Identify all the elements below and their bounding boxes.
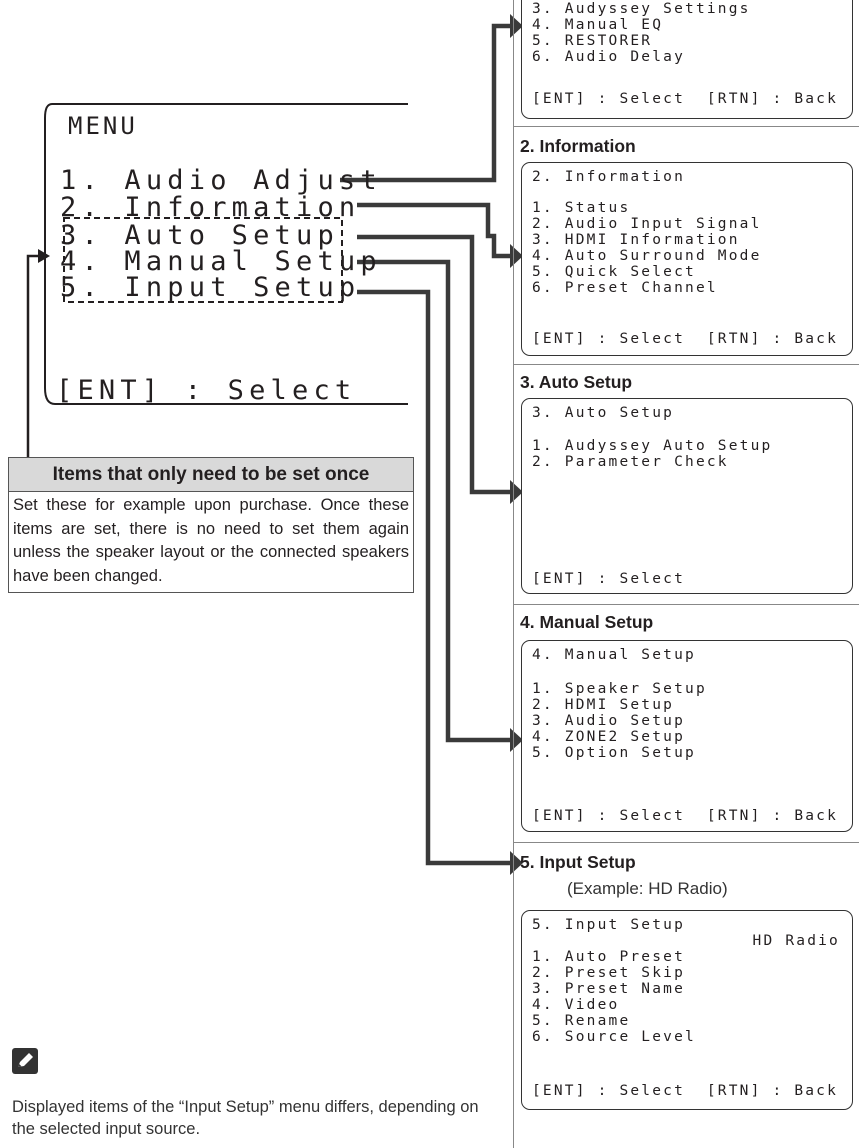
- wire-audio-adjust: [340, 23, 512, 183]
- separator: [513, 126, 859, 127]
- information-item: 3. HDMI Information: [532, 232, 740, 248]
- input-setup-item: 6. Source Level: [532, 1029, 696, 1045]
- input-setup-source: HD Radio: [752, 933, 840, 949]
- manual-setup-item: 3. Audio Setup: [532, 713, 686, 729]
- menu-item-auto-setup: 3. Auto Setup: [60, 220, 339, 251]
- information-item: 1. Status: [532, 200, 631, 216]
- auto-setup-item: 2. Parameter Check: [532, 454, 729, 470]
- information-footer: [ENT] : Select [RTN] : Back: [532, 331, 839, 347]
- menu-bracket: [44, 103, 408, 405]
- input-setup-screen: 5. Input Setup HD Radio 1. Auto Preset 2…: [521, 910, 853, 1110]
- arrow-once-group: [38, 249, 50, 263]
- information-item: 4. Auto Surround Mode: [532, 248, 762, 264]
- manual-setup-item: 2. HDMI Setup: [532, 697, 675, 713]
- manual-setup-item: 4. ZONE2 Setup: [532, 729, 686, 745]
- audio-adjust-item: 3. Audyssey Settings: [532, 1, 751, 17]
- auto-setup-heading: 3. Auto Setup: [520, 372, 633, 392]
- auto-setup-footer: [ENT] : Select: [532, 571, 686, 587]
- menu-item-input-setup: 5. Input Setup: [60, 272, 361, 303]
- once-items-group: [63, 217, 343, 303]
- info-box-heading: Items that only need to be set once: [9, 458, 413, 492]
- information-screen-title: 2. Information: [532, 169, 686, 185]
- separator: [513, 604, 859, 605]
- information-item: 6. Preset Channel: [532, 280, 718, 296]
- auto-setup-item: 1. Audyssey Auto Setup: [532, 438, 773, 454]
- manual-setup-screen-title: 4. Manual Setup: [532, 647, 696, 663]
- once-link-line: [26, 254, 40, 458]
- input-setup-example: (Example: HD Radio): [567, 879, 728, 898]
- separator: [513, 842, 859, 843]
- auto-setup-screen-title: 3. Auto Setup: [532, 405, 675, 421]
- info-box-body: Set these for example upon purchase. Onc…: [13, 496, 409, 585]
- input-setup-item: 5. Rename: [532, 1013, 631, 1029]
- input-setup-item: 4. Video: [532, 997, 620, 1013]
- audio-adjust-item: 5. RESTORER: [532, 33, 653, 49]
- wire-information: [357, 202, 512, 259]
- note-text: Displayed items of the “Input Setup” men…: [12, 1098, 479, 1138]
- audio-adjust-footer: [ENT] : Select [RTN] : Back: [532, 91, 839, 107]
- separator: [513, 364, 859, 365]
- information-heading: 2. Information: [520, 136, 636, 156]
- menu-item-audio-adjust: 1. Audio Adjust: [60, 165, 382, 196]
- input-setup-item: 2. Preset Skip: [532, 965, 686, 981]
- audio-adjust-screen: 3. Audyssey Settings 4. Manual EQ 5. RES…: [521, 0, 853, 119]
- menu-footer: [ENT] : Select: [56, 375, 357, 406]
- manual-setup-footer: [ENT] : Select [RTN] : Back: [532, 808, 839, 824]
- information-screen: 2. Information 1. Status 2. Audio Input …: [521, 162, 853, 356]
- information-item: 2. Audio Input Signal: [532, 216, 762, 232]
- wire-input-setup: [357, 289, 512, 866]
- input-setup-item: 1. Auto Preset: [532, 949, 686, 965]
- menu-title: MENU: [68, 112, 138, 140]
- wire-manual-setup: [357, 259, 512, 743]
- wire-auto-setup: [357, 234, 512, 495]
- menu-item-information: 2. Information: [60, 192, 361, 223]
- input-setup-heading: 5. Input Setup: [520, 852, 636, 872]
- submenu-column: [513, 0, 859, 1148]
- audio-adjust-item: 4. Manual EQ: [532, 17, 664, 33]
- info-box: Items that only need to be set once Set …: [8, 457, 414, 593]
- input-setup-item: 3. Preset Name: [532, 981, 686, 997]
- audio-adjust-item: 6. Audio Delay: [532, 49, 686, 65]
- pencil-icon: [12, 1048, 38, 1074]
- manual-setup-heading: 4. Manual Setup: [520, 612, 654, 632]
- manual-setup-item: 5. Option Setup: [532, 745, 696, 761]
- menu-item-manual-setup: 4. Manual Setup: [60, 246, 382, 277]
- auto-setup-screen: 3. Auto Setup 1. Audyssey Auto Setup 2. …: [521, 398, 853, 594]
- manual-setup-screen: 4. Manual Setup 1. Speaker Setup 2. HDMI…: [521, 640, 853, 832]
- input-setup-footer: [ENT] : Select [RTN] : Back: [532, 1083, 839, 1099]
- manual-setup-item: 1. Speaker Setup: [532, 681, 707, 697]
- information-item: 5. Quick Select: [532, 264, 696, 280]
- input-setup-screen-title: 5. Input Setup: [532, 917, 686, 933]
